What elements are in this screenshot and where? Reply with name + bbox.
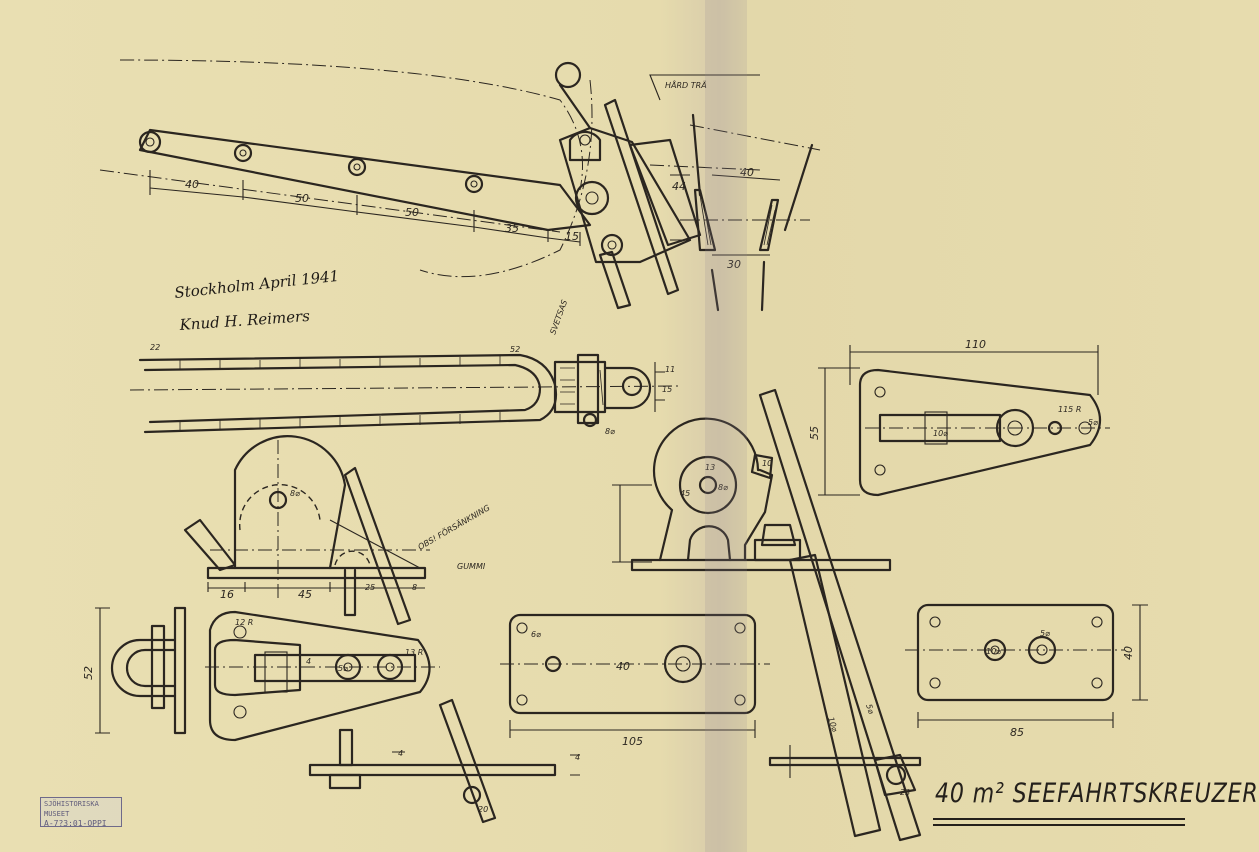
dim-b-105: 105 [622,735,643,748]
plate-center: 105 40 6⌀ [500,613,770,748]
sheave-bracket-left: 16 45 25 8 8⌀ GUMMI OBS! FÖRSÄNKNING [183,435,491,626]
dim-f-6d: 6⌀ [531,630,541,639]
title-underline [933,818,1185,826]
wood-section-view: 40 30 [680,113,821,312]
signature-place-date: Stockholm April 1941 [174,267,340,302]
technical-drawing: 40 50 50 35 15 44 HÅRD TRÄ 40 30 Stockho… [82,59,1148,842]
triangle-plate-left: 12 R 13 R 5⌀ 4 [205,610,440,742]
dim-c-10: 10 [762,459,772,468]
dim-f-10d: 10⌀ [986,647,1001,656]
dim-f-5d: 5⌀ [1040,629,1050,638]
dim-f-8d: 8⌀ [605,427,615,436]
dim-c-45b: 45 [680,489,690,498]
dim-e-13r: 13 R [405,648,423,657]
dim-35: 35 [505,222,519,235]
dim-e-12r: 12 R [235,618,253,627]
dim-50b: 50 [405,206,419,219]
dim-50a: 50 [295,192,309,205]
label-hard-wood: HÅRD TRÄ [665,79,707,90]
dim-44: 44 [672,180,686,193]
dim-g-4: 4 [575,753,580,762]
dim-b-85: 85 [1010,726,1024,739]
stamp-line1: SJÖHISTORISKA MUSEET [44,800,99,818]
bottom-flat-bars: 4 4 20 23 10⌀ 5⌀ [308,698,922,824]
dim-e-52: 52 [82,666,95,680]
dim-a-22: 22 [150,343,160,352]
stamp-line2: A-7?3:01-OPPI [44,819,107,828]
dim-e-5d: 5⌀ [338,664,348,673]
dim-right-40: 40 [740,166,754,179]
dim-g-5d: 5⌀ [864,703,876,715]
dim-b-40: 40 [1122,646,1135,660]
diagonal-tube [758,388,922,842]
linkage-arm-view: 40 50 50 35 15 44 HÅRD TRÄ [99,59,761,310]
drawing-title: 40 m² SEEFAHRTSKREUZER [935,778,1259,809]
dim-g-23: 23 [900,788,910,797]
dim-15: 15 [565,230,579,243]
signature: Stockholm April 1941 Knud H. Reimers [174,267,340,334]
dim-mid-5d: 5⌀ [1088,418,1098,427]
triangle-plate-right: 110 55 115 R 5⌀ 10⌀ [808,338,1110,497]
dim-e-4: 4 [306,657,311,666]
dim-c-8d: 8⌀ [290,489,300,498]
dim-a-15: 15 [662,385,672,394]
dim-mid-55: 55 [808,426,821,440]
dim-g-20: 20 [478,805,488,814]
dim-mid-115r: 115 R [1058,405,1081,414]
dim-a-11: 11 [665,365,675,374]
dim-g-10d: 10⌀ [826,716,839,733]
dim-40: 40 [185,178,199,191]
archive-stamp: SJÖHISTORISKA MUSEET A-7?3:01-OPPI [40,797,122,828]
dim-mid-10d: 10⌀ [933,429,948,438]
u-bolt-view: 52 [82,606,187,735]
dim-c-8: 8 [412,583,417,592]
sheave-bracket-center: 13 10 45 8⌀ [612,417,892,572]
dim-right-30: 30 [727,258,741,271]
dim-mid-110: 110 [965,338,986,351]
label-reinforcement: OBS! FÖRSÄNKNING [416,502,491,551]
signature-name: Knud H. Reimers [178,307,311,334]
label-svetsas: SVETSAS [548,299,569,336]
plate-right: 85 40 5⌀ 10⌀ [905,603,1148,739]
dim-e-4-bottom: 4 [398,749,403,758]
label-rubber: GUMMI [457,562,486,571]
dim-f-8d-center: 8⌀ [718,483,728,492]
dim-c-45: 45 [298,588,312,601]
dim-c-13: 13 [705,463,715,472]
dim-b-40r: 40 [616,660,630,673]
dim-c-16: 16 [220,588,234,601]
dim-c-25: 25 [365,583,375,592]
dim-a-52: 52 [510,345,520,354]
